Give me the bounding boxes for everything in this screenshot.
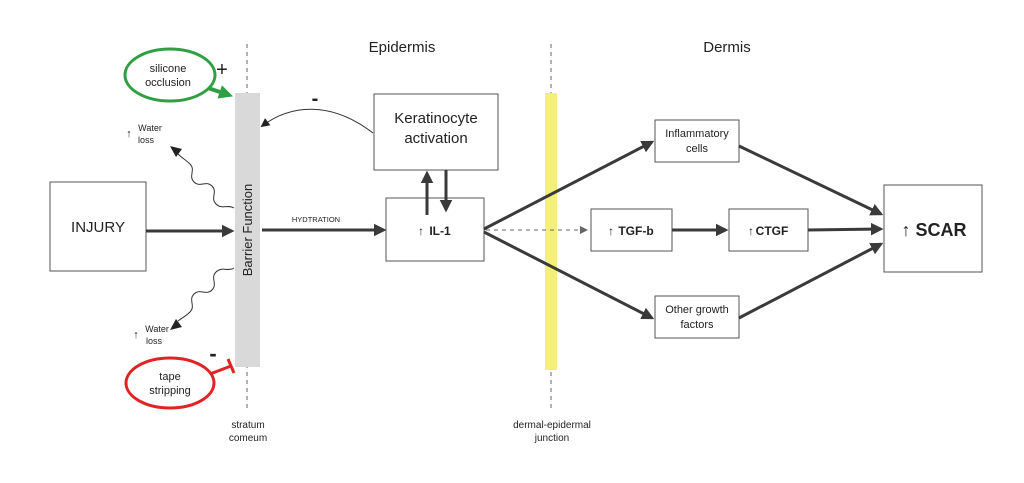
other-factors-label-line2: factors — [680, 319, 714, 331]
silicone-label-line1: silicone — [150, 63, 187, 75]
inflammatory-box — [654, 119, 740, 163]
tape-sign: - — [209, 341, 216, 366]
arrow-other-factors-to-scar — [738, 242, 884, 320]
water-top-label-line1: Water — [138, 123, 162, 133]
tape-inhibit-line — [209, 364, 232, 376]
barrier-bar — [235, 93, 260, 367]
arrow-il1-to-inflammatory — [483, 140, 655, 231]
stratum-label-line2: comeum — [229, 433, 267, 444]
feedback-arc — [260, 108, 374, 134]
silicone-sign: + — [216, 59, 228, 81]
other-factors-box — [654, 295, 740, 339]
feedback-sign: - — [312, 88, 319, 110]
silicone-arrow — [207, 85, 233, 99]
scar-label: SCAR — [915, 220, 966, 240]
scar-box — [883, 184, 983, 273]
dashed-arrow-head — [580, 226, 588, 234]
barrier-label: Barrier Function — [240, 184, 255, 276]
junction-band — [545, 93, 557, 370]
il1-up-icon: ↑ — [418, 224, 424, 238]
water-top-label-line2: loss — [138, 135, 155, 145]
dermis-heading: Dermis — [703, 39, 751, 56]
arrow-inflammatory-to-scar — [738, 144, 884, 216]
water-loss-arrowhead-top — [170, 146, 182, 157]
water-loss-arrowhead-bottom — [170, 319, 182, 330]
junction-label-line2: junction — [534, 433, 569, 444]
water-bottom-label-line2: loss — [146, 336, 163, 346]
injury-box — [49, 181, 147, 272]
water-bottom-up-icon: ↑ — [133, 329, 139, 341]
inflammatory-label-line2: cells — [686, 143, 709, 155]
water-top-up-icon: ↑ — [126, 128, 132, 140]
tgfb-label: TGF-b — [618, 224, 653, 238]
water-loss-wave-top — [177, 153, 235, 209]
arrow-il1-to-other-factors — [483, 230, 655, 320]
keratinocyte-label-line2: activation — [404, 130, 467, 147]
scar-up-icon: ↑ — [902, 220, 911, 240]
keratinocyte-label-line1: Keratinocyte — [394, 110, 477, 127]
water-loss-wave-bottom — [177, 267, 235, 322]
silicone-label-line2: occlusion — [145, 77, 191, 89]
inflammatory-label-line1: Inflammatory — [665, 128, 729, 140]
epidermis-heading: Epidermis — [369, 39, 436, 56]
injury-label: INJURY — [71, 219, 125, 236]
junction-label-line1: dermal-epidermal — [513, 420, 591, 431]
ctgf-label: CTGF — [756, 224, 789, 238]
ctgf-up-icon: ↑ — [748, 224, 754, 238]
water-bottom-label-line1: Water — [145, 324, 169, 334]
il1-label: IL-1 — [429, 224, 451, 238]
tgfb-up-icon: ↑ — [608, 224, 614, 238]
hydration-label: HYDTRATION — [292, 215, 340, 224]
other-factors-label-line1: Other growth — [665, 304, 729, 316]
stratum-label-line1: stratum — [231, 420, 264, 431]
tape-label-line1: tape — [159, 371, 180, 383]
il1-box — [385, 197, 485, 262]
keratinocyte-box — [373, 93, 499, 171]
silicone-occlusion-ellipse — [123, 47, 217, 103]
tape-label-line2: stripping — [149, 385, 191, 397]
arrow-ctgf-to-scar — [807, 222, 884, 236]
tape-inhibit-bar — [226, 358, 236, 374]
tape-stripping-ellipse — [124, 356, 216, 410]
